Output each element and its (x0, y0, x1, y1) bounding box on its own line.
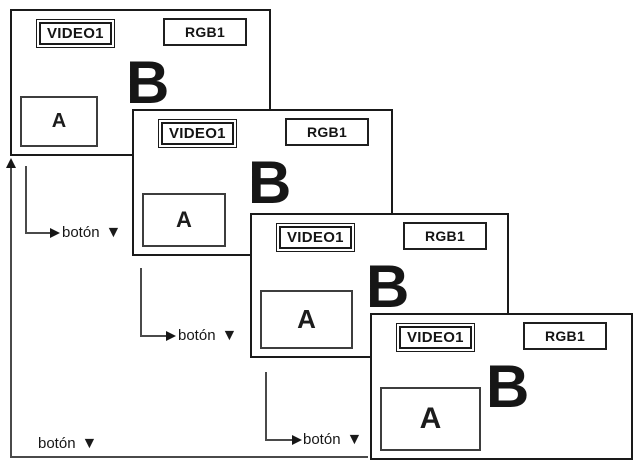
rgb1-source-badge: RGB1 (285, 118, 369, 146)
video1-source-badge: VIDEO1 (36, 19, 115, 48)
down-triangle-icon: ▼ (105, 224, 122, 241)
arrowhead-right-icon (50, 228, 60, 238)
down-button-label-3: botón ▼ (303, 431, 362, 449)
rgb1-source-badge: RGB1 (163, 18, 247, 46)
elbow-arrow-3-vertical (265, 372, 267, 441)
elbow-arrow-1-horizontal (25, 232, 50, 234)
elbow-arrow-2-horizontal (140, 335, 166, 337)
main-picture-letter: B (126, 49, 170, 116)
video1-source-text: VIDEO1 (279, 226, 352, 249)
elbow-arrow-3-horizontal (265, 439, 292, 441)
pip-letter: A (419, 402, 442, 435)
pip-letter: A (176, 207, 192, 232)
video1-source-text: VIDEO1 (39, 22, 112, 45)
down-button-label-4: botón ▼ (38, 435, 97, 453)
return-arrow-horizontal (10, 456, 368, 458)
down-triangle-icon: ▼ (81, 435, 98, 452)
down-triangle-icon: ▼ (346, 431, 363, 448)
video1-source-text: VIDEO1 (399, 326, 472, 349)
down-button-label-2: botón ▼ (178, 327, 237, 345)
main-picture-letter: B (248, 149, 292, 216)
elbow-arrow-2-vertical (140, 268, 142, 337)
video1-source-badge: VIDEO1 (158, 119, 237, 148)
arrowhead-right-icon (166, 331, 176, 341)
main-picture-letter: B (486, 353, 530, 420)
rgb1-source-badge: RGB1 (403, 222, 487, 250)
button-word: botón (38, 435, 76, 452)
pip-letter: A (51, 110, 67, 132)
button-word: botón (62, 224, 100, 241)
arrowhead-up-icon (6, 158, 16, 168)
pip-window: A (142, 193, 226, 247)
down-button-label-1: botón ▼ (62, 224, 121, 242)
rgb1-source-badge: RGB1 (523, 322, 607, 350)
return-arrow-vertical (10, 167, 12, 458)
video1-source-badge: VIDEO1 (396, 323, 475, 352)
pip-window: A (380, 387, 481, 451)
main-picture-letter: B (366, 253, 410, 320)
button-word: botón (178, 327, 216, 344)
pip-window: A (260, 290, 353, 349)
pip-window: A (20, 96, 98, 147)
screen-frame-4: VIDEO1 RGB1 B A (370, 313, 633, 460)
screen-frame-1: VIDEO1 RGB1 B A (10, 9, 271, 156)
arrowhead-right-icon (292, 435, 302, 445)
button-word: botón (303, 431, 341, 448)
down-triangle-icon: ▼ (221, 327, 238, 344)
pip-letter: A (297, 304, 316, 334)
video1-source-text: VIDEO1 (161, 122, 234, 145)
elbow-arrow-1-vertical (25, 166, 27, 234)
video1-source-badge: VIDEO1 (276, 223, 355, 252)
